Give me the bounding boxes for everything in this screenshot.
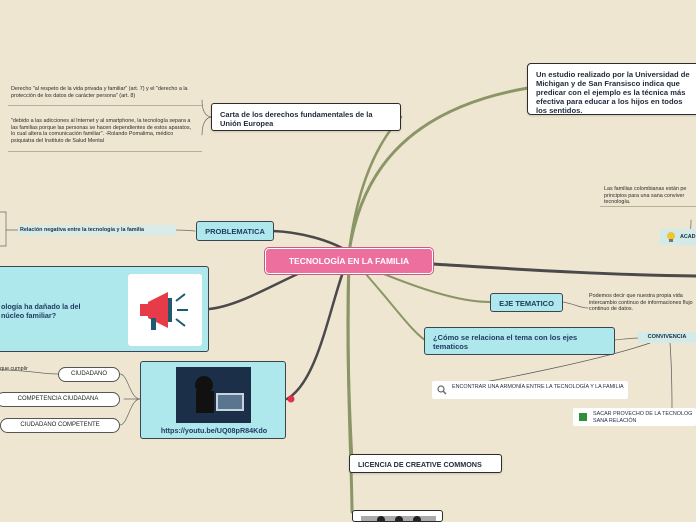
divider <box>600 206 696 207</box>
link-dot <box>288 396 295 403</box>
pill-ciudadano-competente[interactable]: CIUDADANO COMPETENTE <box>0 418 120 433</box>
note-familias: Las familias colombianas están pe princi… <box>604 186 696 206</box>
note-adicciones: "debido a las adicciones al Internet y a… <box>11 118 196 144</box>
book-icon <box>578 412 588 422</box>
licencia-card[interactable]: LICENCIA DE CREATIVE COMMONS <box>349 454 502 473</box>
central-title: TECNOLOGÍA EN LA FAMILIA <box>289 256 409 266</box>
problematica-node[interactable]: PROBLEMATICA <box>196 221 274 241</box>
estudio-card[interactable]: Un estudio realizado por la Universidad … <box>527 63 696 115</box>
sacar-node[interactable]: SACAR PROVECHO DE LA TECNOLOG SANA RELAC… <box>573 408 696 426</box>
problematica-text: PROBLEMATICA <box>205 227 265 236</box>
note-derecho: Derecho "al respeto de la vida privada y… <box>11 86 191 99</box>
megaphone-image <box>128 274 202 346</box>
video-thumbnail <box>176 367 251 423</box>
relacion-negativa[interactable]: Relación negativa entre la tecnología y … <box>18 225 176 235</box>
como-node[interactable]: ¿Cómo se relaciona el tema con los ejes … <box>424 327 615 355</box>
divider <box>8 151 202 152</box>
badge-icon <box>353 512 443 522</box>
convivencia-node[interactable]: CONVIVENCIA <box>638 332 696 343</box>
que-cumplir-text: que cumplir <box>0 366 40 373</box>
pregunta-card[interactable]: ología ha dañado la del núcleo familiar? <box>0 266 209 352</box>
megaphone-icon <box>128 274 202 346</box>
pregunta-text: ología ha dañado la del núcleo familiar? <box>1 302 91 320</box>
youtube-link[interactable]: https://youtu.be/UQ08pR84Kdo <box>141 426 287 435</box>
note-podemos: Podemos decir que nuestra propia vida in… <box>589 293 696 313</box>
lightbulb-icon <box>666 231 676 243</box>
central-node[interactable]: TECNOLOGÍA EN LA FAMILIA <box>265 248 433 274</box>
carta-card[interactable]: Carta de los derechos fundamentales de l… <box>211 103 401 131</box>
relacion-negativa-text: Relación negativa entre la tecnología y … <box>20 227 144 233</box>
carta-text: Carta de los derechos fundamentales de l… <box>220 110 373 128</box>
youtube-card[interactable]: https://youtu.be/UQ08pR84Kdo <box>140 361 286 439</box>
divider <box>8 105 202 106</box>
cc-badge[interactable] <box>352 510 443 522</box>
acad-node[interactable]: ACAD <box>660 229 696 245</box>
magnifier-icon <box>437 385 447 395</box>
pill-competencia[interactable]: COMPETENCIA CIUDADANA <box>0 392 120 407</box>
eje-node[interactable]: EJE TEMATICO <box>490 293 563 312</box>
hacker-image <box>176 367 251 423</box>
encontrar-node[interactable]: ENCONTRAR UNA ARMONÍA ENTRE LA TECNOLOGÍ… <box>432 381 628 399</box>
estudio-text: Un estudio realizado por la Universidad … <box>536 70 690 115</box>
pill-ciudadano[interactable]: CIUDADANO <box>58 367 120 382</box>
